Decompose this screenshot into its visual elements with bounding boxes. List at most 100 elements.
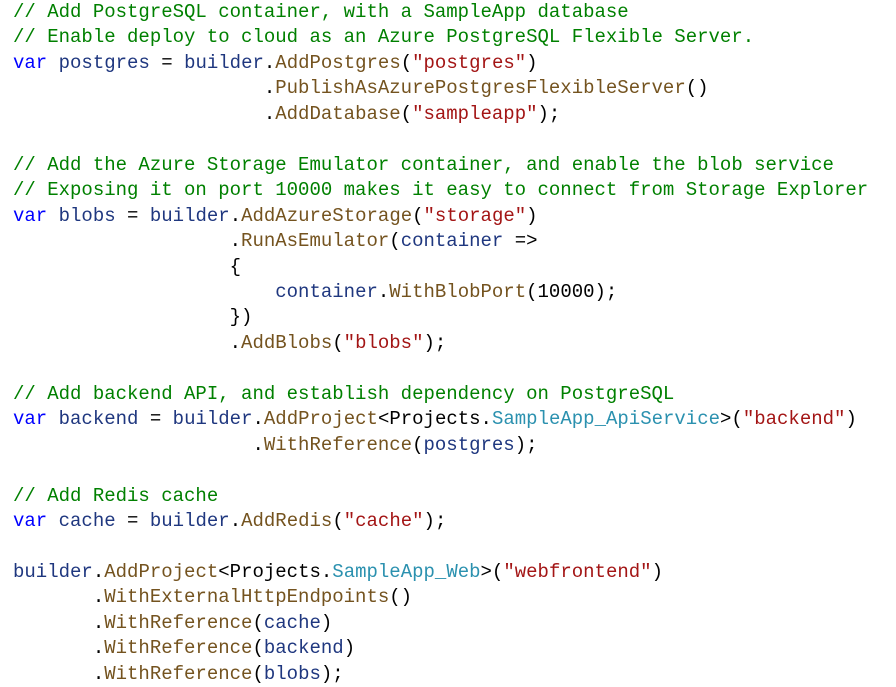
code-token-string-literal: "backend" [742, 408, 846, 431]
code-token-identifier: builder [149, 510, 230, 533]
code-token-punctuation: ( [252, 637, 264, 660]
code-line: }) [13, 305, 868, 330]
code-token-method-name: AddProject [263, 408, 378, 431]
code-token-method-name: WithReference [263, 433, 413, 456]
code-token-method-name: AddDatabase [275, 102, 401, 125]
code-token-string-literal: "postgres" [412, 51, 527, 74]
code-token-type-name: SampleApp_Web [332, 560, 481, 583]
code-token-punctuation: { [13, 255, 242, 278]
code-line: .WithReference(cache) [13, 611, 868, 636]
code-token-punctuation: ) [526, 204, 538, 227]
code-token-method-name: PublishAsAzurePostgresFlexibleServer [275, 77, 686, 100]
code-token-identifier: backend [263, 637, 344, 660]
code-token-identifier: postgres [58, 51, 150, 74]
code-line: // Exposing it on port 10000 makes it ea… [13, 178, 868, 203]
code-token-comment: // Add the Azure Storage Emulator contai… [13, 153, 834, 176]
code-line: .AddDatabase("sampleapp"); [13, 102, 868, 127]
code-token-punctuation: ( [412, 433, 424, 456]
code-token-punctuation: . [263, 51, 276, 74]
code-token-identifier: postgres [423, 433, 515, 456]
code-token-method-name: AddPostgres [275, 51, 401, 74]
code-token-punctuation: ) [526, 51, 538, 74]
code-token-punctuation: . [13, 662, 105, 685]
code-token-identifier: cache [263, 611, 321, 634]
code-token-comment: // Enable deploy to cloud as an Azure Po… [13, 26, 755, 49]
code-token-string-literal: "storage" [423, 204, 527, 227]
code-line: .AddBlobs("blobs"); [13, 331, 868, 356]
code-token-punctuation: . [13, 77, 276, 100]
code-token-punctuation: . [13, 331, 242, 354]
code-line: // Add backend API, and establish depend… [13, 382, 868, 407]
code-token-identifier: builder [184, 51, 264, 74]
code-token-method-name: AddAzureStorage [241, 204, 413, 227]
code-token-punctuation: . [229, 510, 242, 533]
code-token-comment: // Add backend API, and establish depend… [13, 382, 675, 405]
code-token-punctuation: = [115, 510, 150, 533]
code-token-punctuation: () [389, 586, 413, 609]
code-token-punctuation: <Projects. [377, 408, 492, 431]
code-token-punctuation: ); [423, 331, 447, 354]
code-line: .WithExternalHttpEndpoints() [13, 585, 868, 610]
code-token-punctuation [47, 510, 58, 532]
code-token-keyword: var [13, 51, 48, 74]
code-token-identifier: cache [58, 510, 116, 533]
code-token-punctuation: >( [480, 560, 504, 583]
code-token-method-name: AddBlobs [241, 331, 333, 354]
code-token-punctuation [47, 408, 58, 430]
code-token-method-name: WithExternalHttpEndpoints [104, 586, 390, 609]
code-token-punctuation: ) [320, 611, 333, 634]
code-line [13, 535, 868, 560]
code-line: .WithReference(backend) [13, 636, 868, 661]
code-token-method-name: AddRedis [241, 510, 333, 533]
code-token-identifier: container [400, 230, 504, 253]
code-token-punctuation: . [13, 433, 264, 456]
code-token-string-literal: "sampleapp" [412, 102, 538, 125]
code-token-identifier: builder [13, 560, 93, 583]
code-token-punctuation: = [149, 51, 185, 74]
code-token-punctuation: ); [537, 102, 561, 125]
code-token-punctuation: }) [13, 306, 253, 329]
code-line [13, 458, 868, 483]
code-token-punctuation: ( [400, 51, 413, 74]
code-token-identifier: blobs [263, 662, 321, 685]
code-token-punctuation: . [13, 637, 105, 660]
code-line: // Enable deploy to cloud as an Azure Po… [13, 25, 868, 50]
code-token-keyword: var [13, 204, 48, 227]
code-token-punctuation: = [115, 204, 150, 227]
code-token-punctuation: ); [514, 433, 538, 456]
code-token-identifier: builder [149, 204, 230, 227]
code-token-punctuation: ( [252, 662, 264, 685]
code-token-punctuation: . [229, 204, 242, 227]
code-line: var postgres = builder.AddPostgres("post… [13, 51, 868, 76]
code-token-punctuation: ( [389, 230, 401, 253]
code-line [13, 356, 868, 381]
code-line: .PublishAsAzurePostgresFlexibleServer() [13, 76, 868, 101]
code-token-punctuation: ( [332, 331, 344, 354]
code-token-method-name: WithReference [104, 637, 253, 660]
code-token-identifier: backend [58, 408, 139, 431]
code-line: // Add Redis cache [13, 484, 868, 509]
code-token-comment: // Add Redis cache [13, 484, 219, 507]
code-token-punctuation: . [92, 560, 105, 583]
code-token-punctuation: ( [400, 102, 413, 125]
code-token-punctuation: ); [320, 662, 344, 685]
code-token-string-literal: "webfrontend" [503, 560, 652, 583]
code-token-punctuation: = [138, 408, 173, 431]
code-token-string-literal: "blobs" [343, 331, 424, 354]
code-token-method-name: WithReference [104, 662, 253, 685]
code-line: container.WithBlobPort(10000); [13, 280, 868, 305]
code-token-punctuation: (10000); [526, 280, 618, 303]
code-token-punctuation: () [685, 77, 709, 100]
code-token-punctuation: => [503, 230, 538, 253]
code-token-punctuation: . [13, 102, 276, 125]
code-token-punctuation: ); [423, 510, 447, 533]
code-line: builder.AddProject<Projects.SampleApp_We… [13, 560, 868, 585]
code-line: var cache = builder.AddRedis("cache"); [13, 509, 868, 534]
code-token-method-name: WithReference [104, 611, 253, 634]
code-token-punctuation: . [13, 586, 105, 609]
code-token-method-name: AddProject [104, 560, 219, 583]
code-token-string-literal: "cache" [343, 510, 424, 533]
code-line [13, 127, 868, 152]
code-token-punctuation: . [13, 611, 105, 634]
code-token-punctuation: ) [343, 637, 356, 660]
